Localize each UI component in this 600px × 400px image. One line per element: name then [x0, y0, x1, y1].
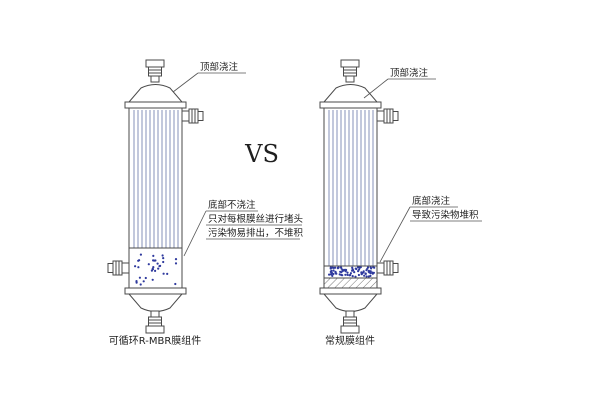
left-bottom-fitting-icon	[145, 310, 165, 334]
left-top-dome	[127, 84, 184, 103]
right-bottom-dome	[322, 293, 379, 312]
left-module-bottom-port-icon	[107, 260, 130, 276]
left-bottom-note-3: 污染物易排出，不堆积	[208, 227, 304, 239]
right-top-fitting-icon	[340, 59, 360, 83]
captions: 可循环R-MBR膜组件 常规膜组件	[109, 334, 375, 347]
right-bottom-leader-line	[379, 206, 411, 263]
left-top-flange	[124, 101, 187, 109]
left-module-top-port-icon	[181, 108, 204, 124]
right-membrane-module	[319, 59, 399, 334]
left-top-annotation: 顶部浇注	[200, 61, 239, 73]
right-bottom-potting	[323, 277, 378, 289]
left-bottom-note-2: 只对每根膜丝进行堵头	[208, 213, 303, 225]
right-bottom-note-1: 底部浇注	[412, 195, 451, 207]
right-top-leader-line	[363, 78, 389, 99]
left-membrane-fibers	[133, 110, 179, 248]
left-top-fitting-icon	[145, 59, 165, 83]
right-contaminant-accumulation	[328, 266, 376, 278]
right-module-caption: 常规膜组件	[325, 334, 375, 347]
right-module-bottom-port-icon	[376, 260, 399, 276]
left-bottom-flange	[124, 287, 187, 295]
left-membrane-module	[107, 59, 204, 334]
left-bottom-dome	[127, 293, 184, 312]
left-top-leader-line	[172, 72, 199, 93]
right-bottom-flange	[319, 287, 382, 295]
right-membrane-fibers	[328, 110, 374, 266]
right-module-top-port-icon	[376, 108, 399, 124]
right-top-dome	[322, 84, 379, 103]
left-bottom-note-1: 底部不浇注	[208, 199, 256, 211]
right-bottom-note-2: 导致污染物堆积	[412, 209, 479, 221]
vs-label: VS	[244, 140, 279, 168]
right-bottom-fitting-icon	[340, 310, 360, 334]
left-contaminant-dots	[134, 253, 178, 286]
left-module-caption: 可循环R-MBR膜组件	[109, 334, 202, 347]
right-top-flange	[319, 101, 382, 109]
left-bottom-leader-line	[183, 210, 207, 257]
right-top-annotation: 顶部浇注	[390, 67, 429, 79]
annotations: 顶部浇注 顶部浇注 底部不浇注 只对每根膜丝进行堵头 污染物易排出，不堆积 底部…	[172, 61, 482, 263]
